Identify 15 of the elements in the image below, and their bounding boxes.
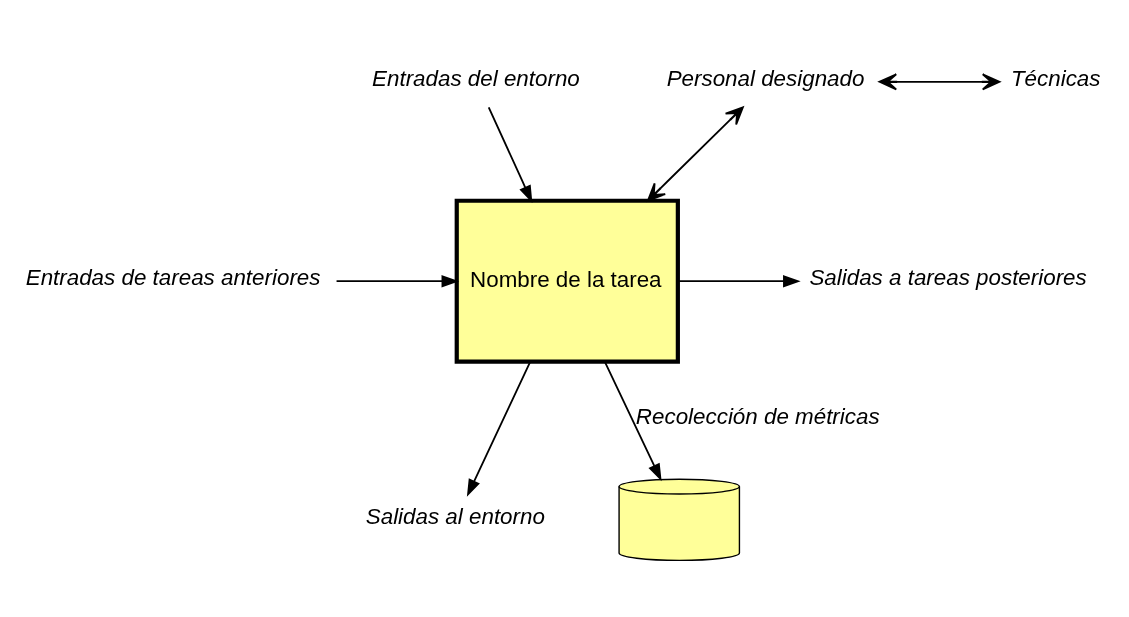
arrow <box>647 106 744 202</box>
arrow <box>466 360 532 497</box>
arrow <box>487 106 533 204</box>
arrow <box>604 360 662 482</box>
arrow <box>677 275 801 288</box>
node-text: Salidas al entorno <box>365 503 545 529</box>
node-box: Nombre de la tarea <box>454 198 680 364</box>
node-text: Personal designado <box>666 65 865 91</box>
node-text: Técnicas <box>1010 65 1101 91</box>
node-text: Salidas a tareas posteriores <box>809 265 1087 291</box>
arrow <box>335 275 460 288</box>
node-text: Entradas del entorno <box>372 65 580 91</box>
arrow <box>878 73 1001 91</box>
edge-label: Recolección de métricas <box>635 404 880 430</box>
node-text: Entradas de tareas anteriores <box>25 265 321 291</box>
